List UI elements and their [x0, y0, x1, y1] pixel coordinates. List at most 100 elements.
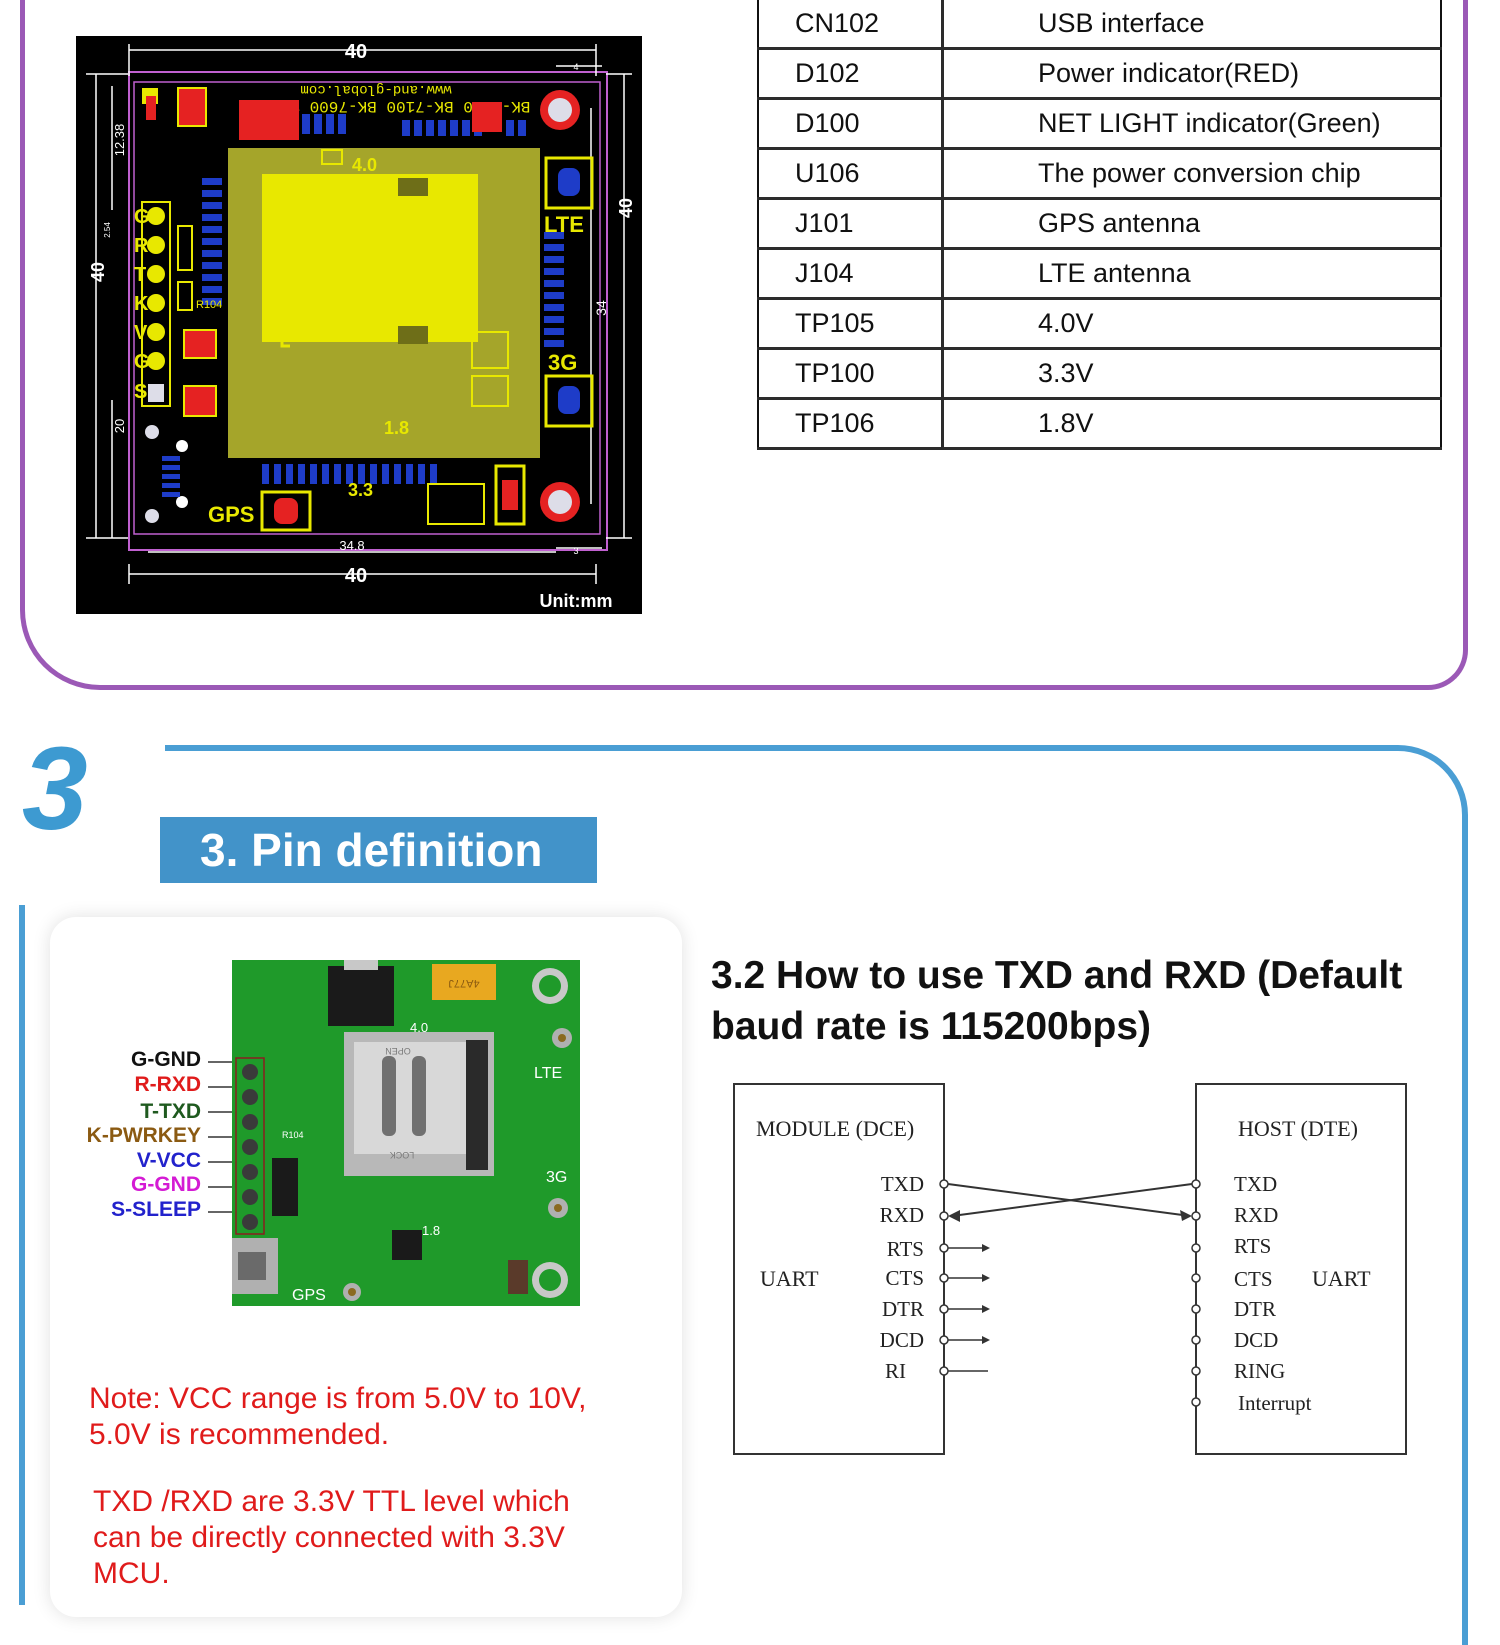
label-3g: 3G	[548, 350, 577, 375]
host-box	[1195, 1083, 1407, 1455]
gps-ufl-center	[348, 1288, 356, 1296]
pcb-pad-red-top-right	[472, 102, 502, 132]
arrow-to-module-rxd	[948, 1210, 960, 1222]
host-uart-label: UART	[1312, 1266, 1371, 1291]
pin-letter-3: T	[134, 264, 146, 286]
module-pin-stubs	[948, 1247, 988, 1372]
module-pin-txd: TXD	[881, 1172, 924, 1196]
dim-bottom-inner: 34.8	[339, 538, 364, 553]
module-pin-rts: RTS	[887, 1237, 924, 1261]
pin-label-text: G-GND	[131, 1048, 201, 1071]
usb-hole-2	[145, 509, 159, 523]
dim-left-small-b: 20	[112, 419, 127, 433]
pcb-small-pads-b	[177, 281, 193, 311]
module-pin-dtr: DTR	[882, 1297, 924, 1321]
pcb-bottom-blue-pads	[262, 464, 437, 484]
pin-label-g-gnd-2: G-GND	[131, 1173, 201, 1197]
sim-slot-left	[382, 1056, 396, 1136]
table-cell-desc: LTE antenna	[942, 248, 1441, 300]
three-g-ufl-center	[554, 1204, 562, 1212]
dim-left: 40	[88, 262, 108, 282]
dim-right-inner: 34	[593, 300, 609, 316]
micro-usb-port	[238, 1252, 266, 1280]
table-cell-ref: D102	[758, 48, 944, 100]
pin-letter-1: G	[134, 206, 150, 228]
arrow-to-host-rxd	[1180, 1210, 1192, 1221]
vcc-note: Note: VCC range is from 5.0V to 10V, 5.0…	[89, 1382, 587, 1451]
pin-label-text: G-GND	[131, 1173, 201, 1196]
pin-header-pins	[242, 1064, 258, 1230]
board-label-1v8: 1.8	[422, 1223, 440, 1238]
dim-right: 40	[616, 198, 636, 218]
sim-holder-edge	[466, 1040, 488, 1170]
gps-connector-core	[274, 498, 298, 524]
label-1v8: 1.8	[384, 418, 409, 438]
usb-hole-1	[145, 425, 159, 439]
lte-connector	[544, 156, 594, 210]
table-cell-ref: TP100	[758, 348, 944, 400]
pin-label-text: T-TXD	[140, 1100, 201, 1123]
ldo-chip	[392, 1230, 422, 1260]
pcb-pad-red-large	[239, 100, 299, 140]
section-title: 3. Pin definition	[200, 824, 543, 876]
sim-card-holder-face	[354, 1042, 466, 1154]
module-board-photo: 4A77J OPEN LOCK 4.0 1.8 LTE 3G GPS R104	[232, 960, 580, 1306]
dim-bottom-right-small: 3	[573, 546, 578, 556]
pin-letter-7: S	[134, 381, 147, 403]
dim-bottom: 40	[345, 565, 367, 587]
host-pin-interrupt: Interrupt	[1238, 1391, 1312, 1415]
three-g-connector-core	[558, 386, 580, 414]
board-label-lte: LTE	[534, 1065, 562, 1082]
pcb-ic-bottom	[427, 483, 485, 525]
host-title: HOST (DTE)	[1238, 1116, 1358, 1141]
pin-label-text: R-RXD	[134, 1073, 202, 1096]
pcb-dimension-drawing: 40 40 34.8 40 12.38 20 2.54 40 34 4 3 ww…	[76, 36, 642, 614]
gps-connector	[260, 490, 312, 532]
host-pin-dtr: DTR	[1234, 1297, 1276, 1321]
module-stub-arrows	[982, 1244, 990, 1344]
pin-label-s-sleep: S-SLEEP	[111, 1198, 201, 1222]
table-cell-desc: Power indicator(RED)	[942, 48, 1441, 100]
dim-top-right-small: 4	[573, 62, 578, 72]
pin-letter-5: V	[134, 322, 148, 344]
pin-label-r-rxd: R-RXD	[135, 1073, 202, 1097]
regulator-chip	[328, 966, 394, 1026]
table-cell-ref: J101	[758, 198, 944, 250]
pin-header-pads	[147, 207, 165, 370]
sim-slot-right	[412, 1056, 426, 1136]
table-cell-ref: D100	[758, 98, 944, 150]
module-title: MODULE (DCE)	[756, 1116, 914, 1141]
table-cell-desc: The power conversion chip	[942, 148, 1441, 200]
mount-hole-top-inner	[548, 98, 572, 122]
host-pin-dcd: DCD	[1234, 1328, 1278, 1352]
sim-holder-slot-bottom	[398, 326, 428, 344]
dimension-lines	[86, 44, 632, 584]
usb-pads	[162, 456, 180, 497]
label-gps: GPS	[208, 502, 254, 527]
usb-hole-4	[176, 496, 188, 508]
sim-open-label: OPEN	[385, 1046, 411, 1056]
pcb-red-comp-1	[183, 329, 217, 359]
unit-label: Unit:mm	[540, 591, 613, 611]
lte-connector-core	[558, 168, 580, 196]
label-4v0: 4.0	[352, 155, 377, 175]
pin-label-text: V-VCC	[136, 1149, 201, 1172]
board-label-gps: GPS	[292, 1287, 326, 1304]
pin-label-k-pwrkey: K-PWRKEY	[87, 1124, 201, 1148]
board-mount-hole-bottom-inner	[539, 1269, 561, 1291]
dim-left-small-a: 12.38	[112, 124, 127, 157]
module-pin-ri: RI	[885, 1359, 906, 1383]
pin-label-text: K-PWRKEY	[86, 1124, 201, 1147]
label-r104: R104	[196, 299, 222, 311]
board-label-3g: 3G	[546, 1169, 567, 1186]
label-lte: LTE	[544, 212, 584, 237]
module-pin-dcd: DCD	[880, 1328, 924, 1352]
host-pin-rts: RTS	[1234, 1234, 1271, 1258]
pin-letter-6: G	[134, 351, 150, 373]
